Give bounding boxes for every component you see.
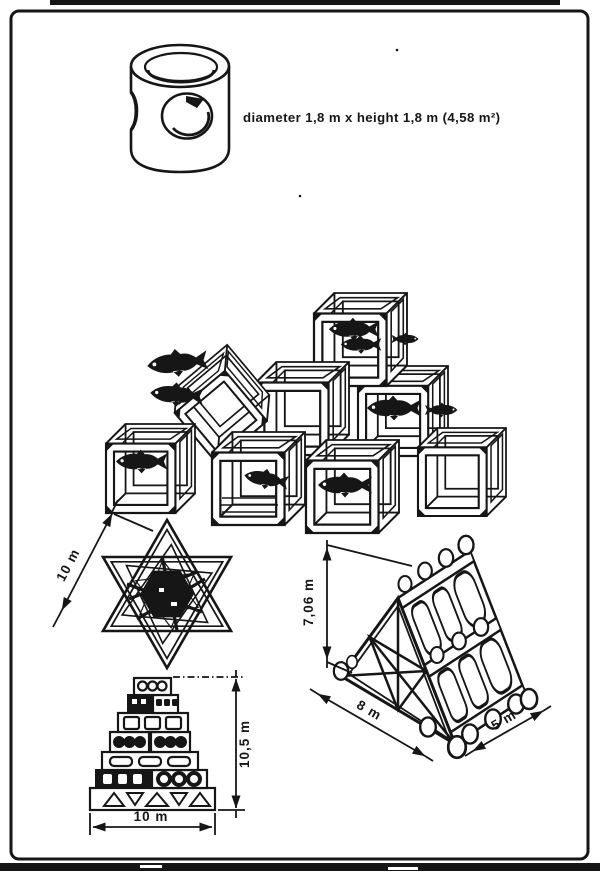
star-center-cluster bbox=[140, 570, 194, 618]
pyramid-row-2 bbox=[127, 693, 180, 715]
cylinder-module-drawing bbox=[129, 43, 231, 174]
pyramid-row-base bbox=[88, 786, 217, 812]
prism-height-dimension-label: 7,06 m bbox=[301, 578, 316, 626]
cube-interior-slats bbox=[221, 497, 278, 513]
scan-speck bbox=[298, 194, 302, 198]
pyramid-height-dimension-label: 10,5 m bbox=[237, 720, 252, 768]
pyramid-row-5 bbox=[100, 750, 200, 772]
cube-reef-pile bbox=[104, 291, 508, 535]
prism-length-dimension bbox=[309, 688, 434, 762]
pyramid-row-3 bbox=[116, 711, 190, 734]
scan-edge-top bbox=[50, 0, 560, 5]
pyramid-row-top bbox=[132, 676, 173, 697]
cube-bottom-far-right bbox=[416, 426, 508, 518]
prism-length-dimension-label: 8 m bbox=[354, 697, 384, 723]
scan-edge-bottom bbox=[0, 863, 600, 871]
star-reef-drawing: 10 m bbox=[52, 499, 234, 671]
pyramid-row-6 bbox=[95, 768, 209, 790]
prism-height-dimension bbox=[322, 540, 413, 674]
scan-speck bbox=[395, 48, 399, 52]
pyramid-base-dimension bbox=[89, 813, 216, 835]
prism-reef-drawing bbox=[332, 534, 539, 760]
star-side-dimension bbox=[52, 499, 154, 628]
cylinder-opening-shade bbox=[146, 69, 216, 84]
cylinder-dimensions-label: diameter 1,8 m x height 1,8 m (4,58 m²) bbox=[243, 110, 500, 125]
prism-width-dimension bbox=[464, 705, 552, 757]
cylinder-hole-inner-wall bbox=[171, 111, 211, 137]
block-pyramid-drawing bbox=[88, 676, 217, 812]
cylinder-notch bbox=[129, 90, 138, 132]
cylinder-hole-shadow bbox=[186, 96, 204, 108]
pyramid-base-dimension-label: 10 m bbox=[134, 809, 169, 824]
page-border-frame bbox=[9, 9, 590, 861]
pyramid-height-dimension bbox=[173, 670, 245, 818]
cube-bottom-far-left bbox=[104, 422, 197, 515]
pyramid-row-4 bbox=[108, 730, 192, 754]
